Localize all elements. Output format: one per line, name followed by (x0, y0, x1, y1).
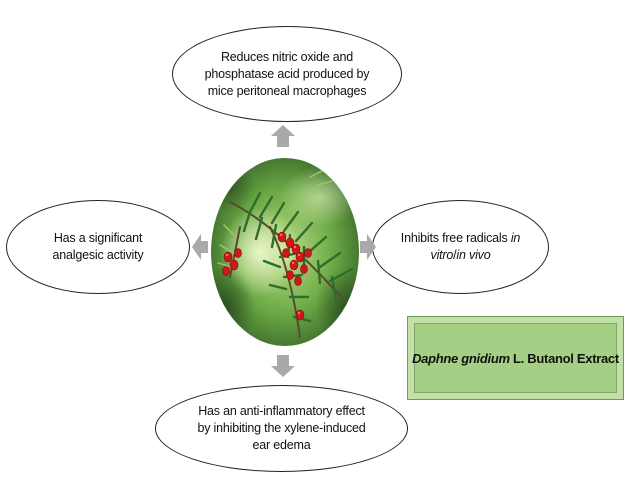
effect-text-line: analgesic activity (52, 248, 144, 262)
effect-text-line: Has a significant (53, 231, 143, 245)
effect-text-line: vitro/in vivo (401, 247, 520, 264)
extract-label-box: Daphne gnidium L. Butanol Extract (407, 316, 624, 400)
arrow-right-icon (360, 234, 376, 260)
arrow-left-icon (192, 234, 208, 260)
extract-species: Daphne gnidium (412, 350, 510, 366)
arrow-up-icon (271, 125, 295, 147)
effect-text-line: phosphatase acid produced by (204, 66, 370, 81)
extract-name-rest: L. Butanol Extract (509, 350, 619, 366)
effect-text-italic: vitro (430, 248, 454, 262)
effect-text-line: Has an anti-inflammatory effect (198, 404, 365, 418)
effect-text-line: mice peritoneal macrophages (207, 83, 367, 98)
effect-text: / (453, 248, 457, 262)
effect-text-italic: in (510, 231, 521, 245)
effect-text-line: ear edema (252, 438, 311, 452)
effect-text-line: Inhibits free radicals in (400, 230, 521, 247)
effect-anti-inflammatory: Has an anti-inflammatory effect by inhib… (155, 385, 408, 472)
effect-antioxidant: Inhibits free radicals in vitro/in vivo (372, 200, 549, 294)
effect-text: Inhibits free radicals (400, 231, 511, 245)
effect-analgesic: Has a significant analgesic activity (6, 200, 190, 294)
extract-label: Daphne gnidium L. Butanol Extract (412, 351, 619, 366)
arrow-down-icon (271, 355, 295, 377)
effect-nitric-oxide: Reduces nitric oxide and phosphatase aci… (172, 26, 402, 122)
plant-photo (211, 158, 359, 346)
effect-text-line: by inhibiting the xylene-induced (197, 421, 366, 435)
effect-text-line: Reduces nitric oxide and (220, 49, 354, 64)
effect-text-italic: in vivo (456, 248, 491, 262)
